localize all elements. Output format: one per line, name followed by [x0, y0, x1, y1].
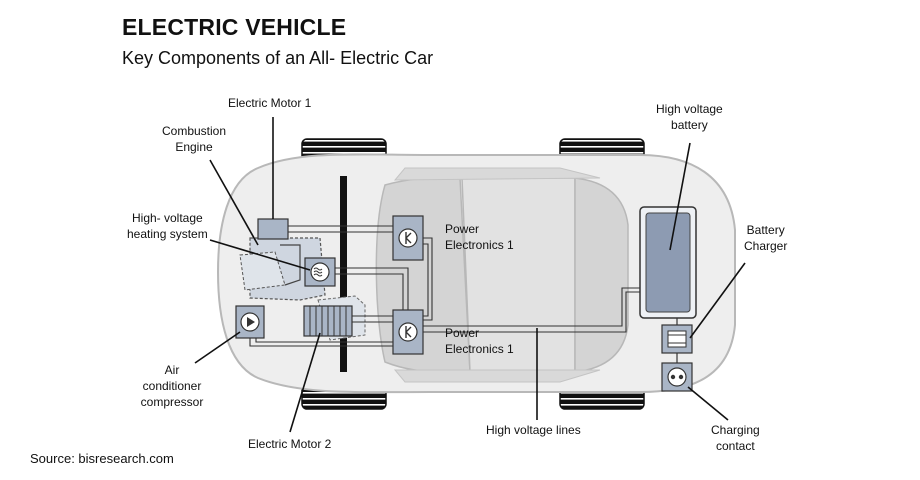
label-air-line2: conditioner: [142, 379, 202, 393]
side-window-top: [393, 167, 601, 181]
label-air-conditioner: Air conditioner compressor: [137, 362, 207, 410]
label-pe-bottom-line2: Electronics 1: [445, 342, 514, 356]
label-charger-line2: Charger: [744, 239, 788, 253]
label-contact-line2: contact: [716, 439, 755, 453]
label-battery-line2: battery: [671, 118, 708, 132]
electric-motor-1-box: [257, 218, 289, 240]
label-air-line1: Air: [164, 363, 180, 377]
air-conditioner-compressor: [235, 305, 265, 339]
heating-system: [304, 257, 336, 287]
label-high-voltage-lines: High voltage lines: [486, 423, 581, 437]
label-contact-line1: Charging: [711, 423, 760, 437]
power-electronics-1-bottom: [392, 309, 424, 355]
label-air-line3: compressor: [140, 395, 204, 409]
label-combustion-engine: Combustion Engine: [162, 123, 226, 155]
label-battery-line1: High voltage: [656, 102, 723, 116]
source-caption: Source: bisresearch.com: [30, 451, 174, 466]
label-combustion-line1: Combustion: [162, 124, 227, 138]
label-charging-contact: Charging contact: [711, 422, 760, 454]
battery-charger: [661, 318, 693, 354]
label-pe-bottom-line1: Power: [445, 326, 480, 340]
label-battery-charger: Battery Charger: [744, 222, 787, 254]
rear-window: [574, 177, 629, 373]
page-subtitle: Key Components of an All- Electric Car: [122, 48, 434, 68]
leader-lines: [194, 117, 746, 433]
label-high-voltage-battery: High voltage battery: [656, 101, 723, 133]
label-power-electronics-top: Power Electronics 1: [445, 221, 514, 253]
label-heating-line2: heating system: [127, 227, 208, 241]
label-pe-top-line1: Power: [445, 222, 480, 236]
wiring: [249, 225, 640, 347]
side-window-bottom: [393, 369, 601, 383]
label-electric-motor-2: Electric Motor 2: [248, 437, 332, 451]
electric-motor-2: [303, 295, 366, 341]
label-combustion-line2: Engine: [175, 140, 213, 154]
label-power-electronics-bottom: Power Electronics 1: [445, 325, 514, 357]
power-electronics-1-top: [392, 215, 424, 261]
label-heating-system: High- voltage heating system: [127, 210, 208, 242]
label-charger-line1: Battery: [746, 223, 785, 237]
label-heating-line1: High- voltage: [132, 211, 203, 225]
charging-contact: [661, 353, 693, 392]
page-title: ELECTRIC VEHICLE: [122, 14, 347, 40]
label-electric-motor-1: Electric Motor 1: [228, 96, 312, 110]
label-pe-top-line2: Electronics 1: [445, 238, 514, 252]
high-voltage-battery: [639, 206, 697, 319]
